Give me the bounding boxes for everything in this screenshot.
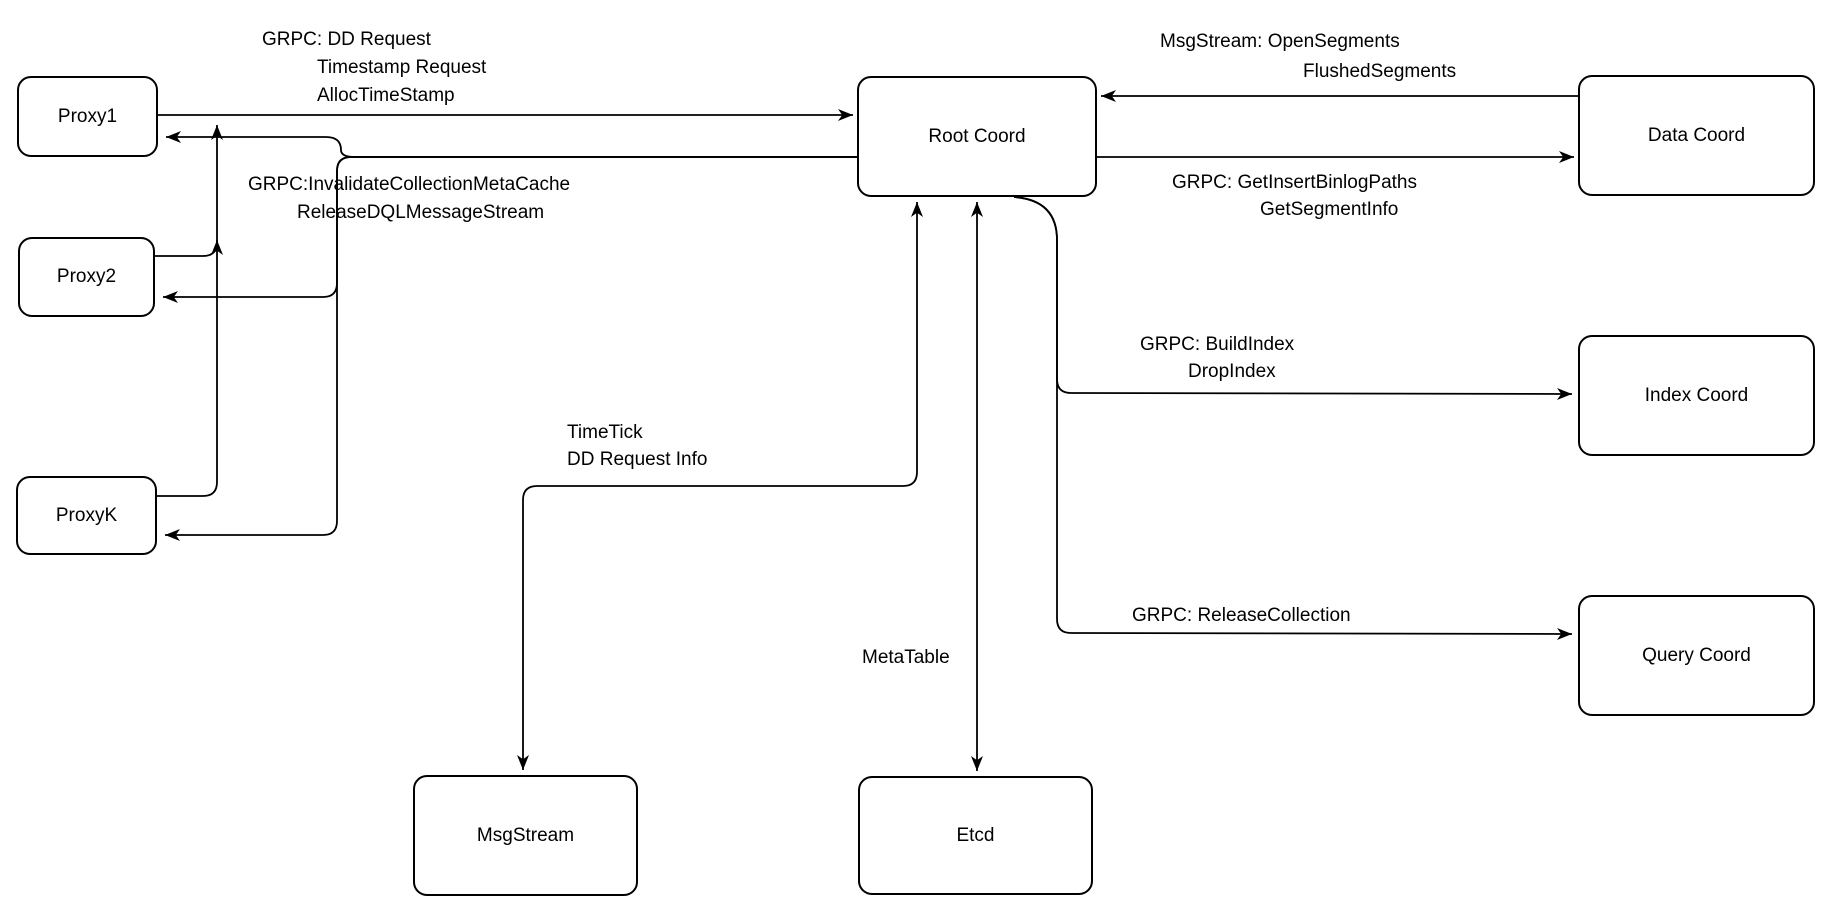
node-proxyk: ProxyK [16,476,157,555]
node-proxy1-label: Proxy1 [57,105,118,127]
node-proxy2-label: Proxy2 [56,266,117,287]
edge-proxy2-to-trunk [155,240,223,257]
node-proxy2: Proxy2 [18,237,155,317]
node-proxyk-label: ProxyK [55,504,118,526]
node-msgstream-label: MsgStream [476,824,575,846]
edge-label-build-index: GRPC: BuildIndex DropIndex [1140,334,1295,382]
node-querycoord-label: Query Coord [1642,644,1751,666]
edge-rootcoord-to-proxyk [165,156,857,541]
node-proxy1: Proxy1 [17,76,158,157]
node-etcd-label: Etcd [956,824,995,846]
node-indexcoord: Index Coord [1578,335,1815,456]
edge-label-binlog-paths: GRPC: GetInsertBinlogPaths GetSegmentInf… [1172,172,1417,220]
edge-rootcoord-msgstream [517,202,923,770]
edge-label-timetick: TimeTick DD Request Info [567,422,708,470]
node-indexcoord-label: Index Coord [1644,384,1749,406]
node-rootcoord-label: Root Coord [928,125,1026,147]
node-datacoord: Data Coord [1578,75,1815,196]
edge-label-dd-request: GRPC: DD Request Timestamp Request Alloc… [262,29,487,106]
edge-label-release-collection: GRPC: ReleaseCollection [1132,605,1351,626]
node-datacoord-label: Data Coord [1647,124,1746,146]
edge-label-metatable: MetaTable [862,647,950,668]
edge-rootcoord-to-querycoord [1013,196,1573,640]
edge-label-open-segments: MsgStream: OpenSegments FlushedSegments [1160,31,1457,82]
node-rootcoord: Root Coord [857,76,1097,197]
edge-rootcoord-to-proxy1 [166,131,857,158]
node-querycoord: Query Coord [1578,595,1815,716]
node-etcd: Etcd [858,776,1093,895]
node-msgstream: MsgStream [413,775,638,896]
edge-proxyk-to-trunk [157,125,223,497]
edge-label-invalidate-cache: GRPC:InvalidateCollectionMetaCache Relea… [248,174,571,223]
